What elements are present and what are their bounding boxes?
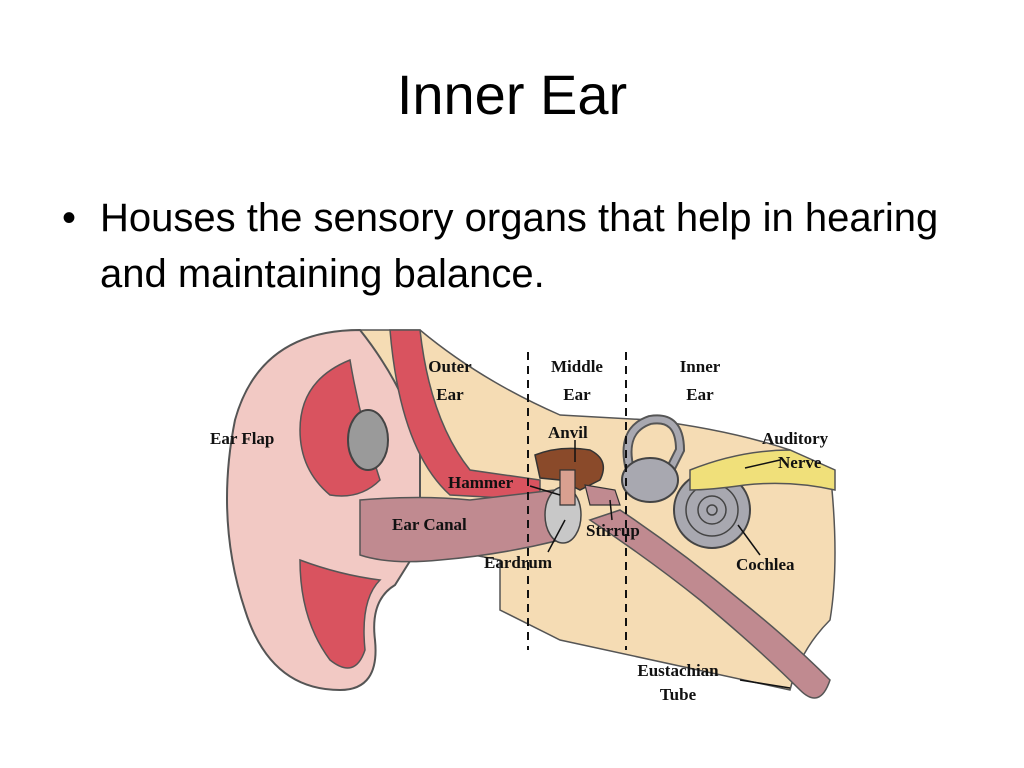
label-eardrum: Eardrum <box>484 553 552 572</box>
cochlea-spiral-2 <box>697 495 727 525</box>
ear-flap-lobe <box>299 558 382 669</box>
label-stirrup: Stirrup <box>586 521 640 540</box>
label-ear-flap: Ear Flap <box>210 429 274 448</box>
eustachian-tube-shape <box>588 509 831 699</box>
anvil-shape <box>534 447 605 491</box>
semicircular-canals-inner <box>624 416 684 473</box>
label-cochlea: Cochlea <box>736 555 795 574</box>
pointer-hammer <box>529 485 561 496</box>
cartilage-band <box>389 329 541 501</box>
label-outer-ear-line1: Outer <box>428 357 472 376</box>
ear-canal-shape <box>359 489 561 563</box>
pointer-cochlea <box>737 524 761 556</box>
stirrup-shape <box>584 484 621 506</box>
label-anvil: Anvil <box>548 423 588 442</box>
label-inner-ear-line1: Inner <box>680 357 721 376</box>
bullet-dot-icon: • <box>62 196 77 240</box>
pointer-stirrup <box>609 499 613 521</box>
vestibule-shape <box>621 457 679 503</box>
label-middle-ear-line1: Middle <box>551 357 603 376</box>
bullet-item: • Houses the sensory organs that help in… <box>62 190 942 302</box>
cochlea-spiral-3 <box>706 504 718 516</box>
auditory-nerve-shape <box>689 449 836 491</box>
pointer-nerve <box>744 459 781 469</box>
label-middle-ear-line2: Ear <box>563 385 591 404</box>
slide-title: Inner Ear <box>396 63 628 126</box>
label-eustachian-line2: Tube <box>660 685 697 704</box>
hammer-shape <box>559 469 576 506</box>
bullet-list: • Houses the sensory organs that help in… <box>62 190 942 302</box>
label-eustachian-line1: Eustachian <box>637 661 719 680</box>
label-auditory-nerve-line2: Nerve <box>778 453 822 472</box>
ear-opening <box>347 409 389 471</box>
label-auditory-nerve-line1: Auditory <box>762 429 829 448</box>
pointer-eustachian <box>739 679 791 689</box>
label-ear-canal: Ear Canal <box>392 515 467 534</box>
label-outer-ear-line2: Ear <box>436 385 464 404</box>
label-inner-ear-line2: Ear <box>686 385 714 404</box>
label-hammer: Hammer <box>448 473 514 492</box>
pointer-eardrum <box>547 519 566 553</box>
bullet-text: Houses the sensory organs that help in h… <box>100 196 939 296</box>
